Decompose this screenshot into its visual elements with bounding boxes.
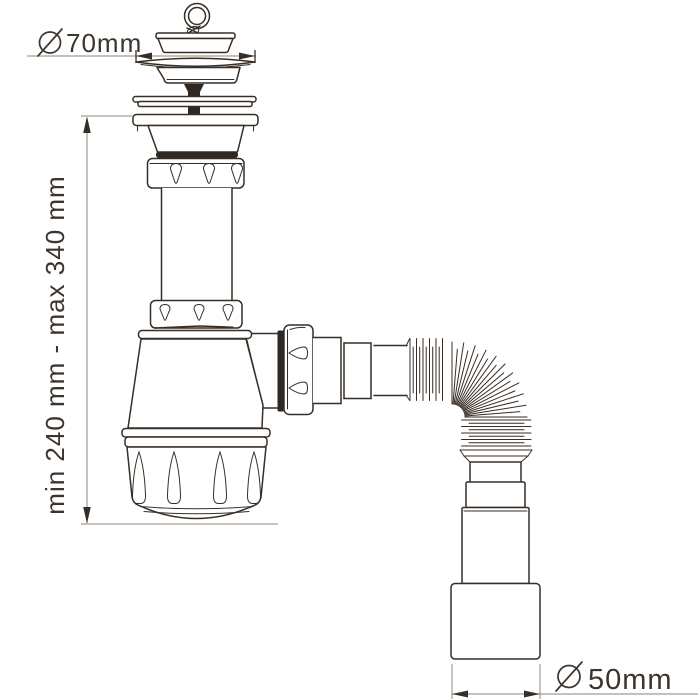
hose-vertical-corrugations — [461, 419, 532, 447]
gasket-upper — [156, 151, 238, 158]
trap-cup — [126, 446, 267, 520]
diameter-icon — [555, 661, 583, 692]
hose-horizontal-corrugations — [409, 338, 443, 401]
outlet-pipe-stack — [450, 461, 541, 660]
dimension-top-diameter: 70mm — [27, 28, 256, 63]
top-diameter-label: 70mm — [66, 28, 142, 58]
side-outlet-nut — [283, 324, 314, 416]
upper-locknut — [146, 157, 245, 189]
dimension-height-range: min 240 mm - max 340 mm — [40, 115, 278, 525]
hose-adapters — [312, 336, 411, 405]
diameter-icon — [37, 28, 63, 57]
plug-stopper — [155, 32, 236, 54]
riser-pipe — [160, 187, 233, 303]
gasket-side — [277, 330, 284, 412]
strainer-cup — [156, 66, 241, 84]
lower-locknut — [149, 299, 243, 329]
trap-body — [127, 329, 264, 429]
strainer-flange — [135, 57, 256, 69]
tailpiece — [147, 124, 245, 153]
mounting-plates — [132, 95, 259, 132]
dimension-bottom-diameter: 50mm — [451, 661, 698, 699]
trap-cup-ring — [121, 427, 271, 448]
height-range-label: min 240 mm - max 340 mm — [40, 175, 70, 514]
hose-end-cuff — [459, 449, 533, 463]
bottom-diameter-label: 50mm — [588, 664, 673, 696]
hose-bend-corrugations — [451, 341, 528, 418]
